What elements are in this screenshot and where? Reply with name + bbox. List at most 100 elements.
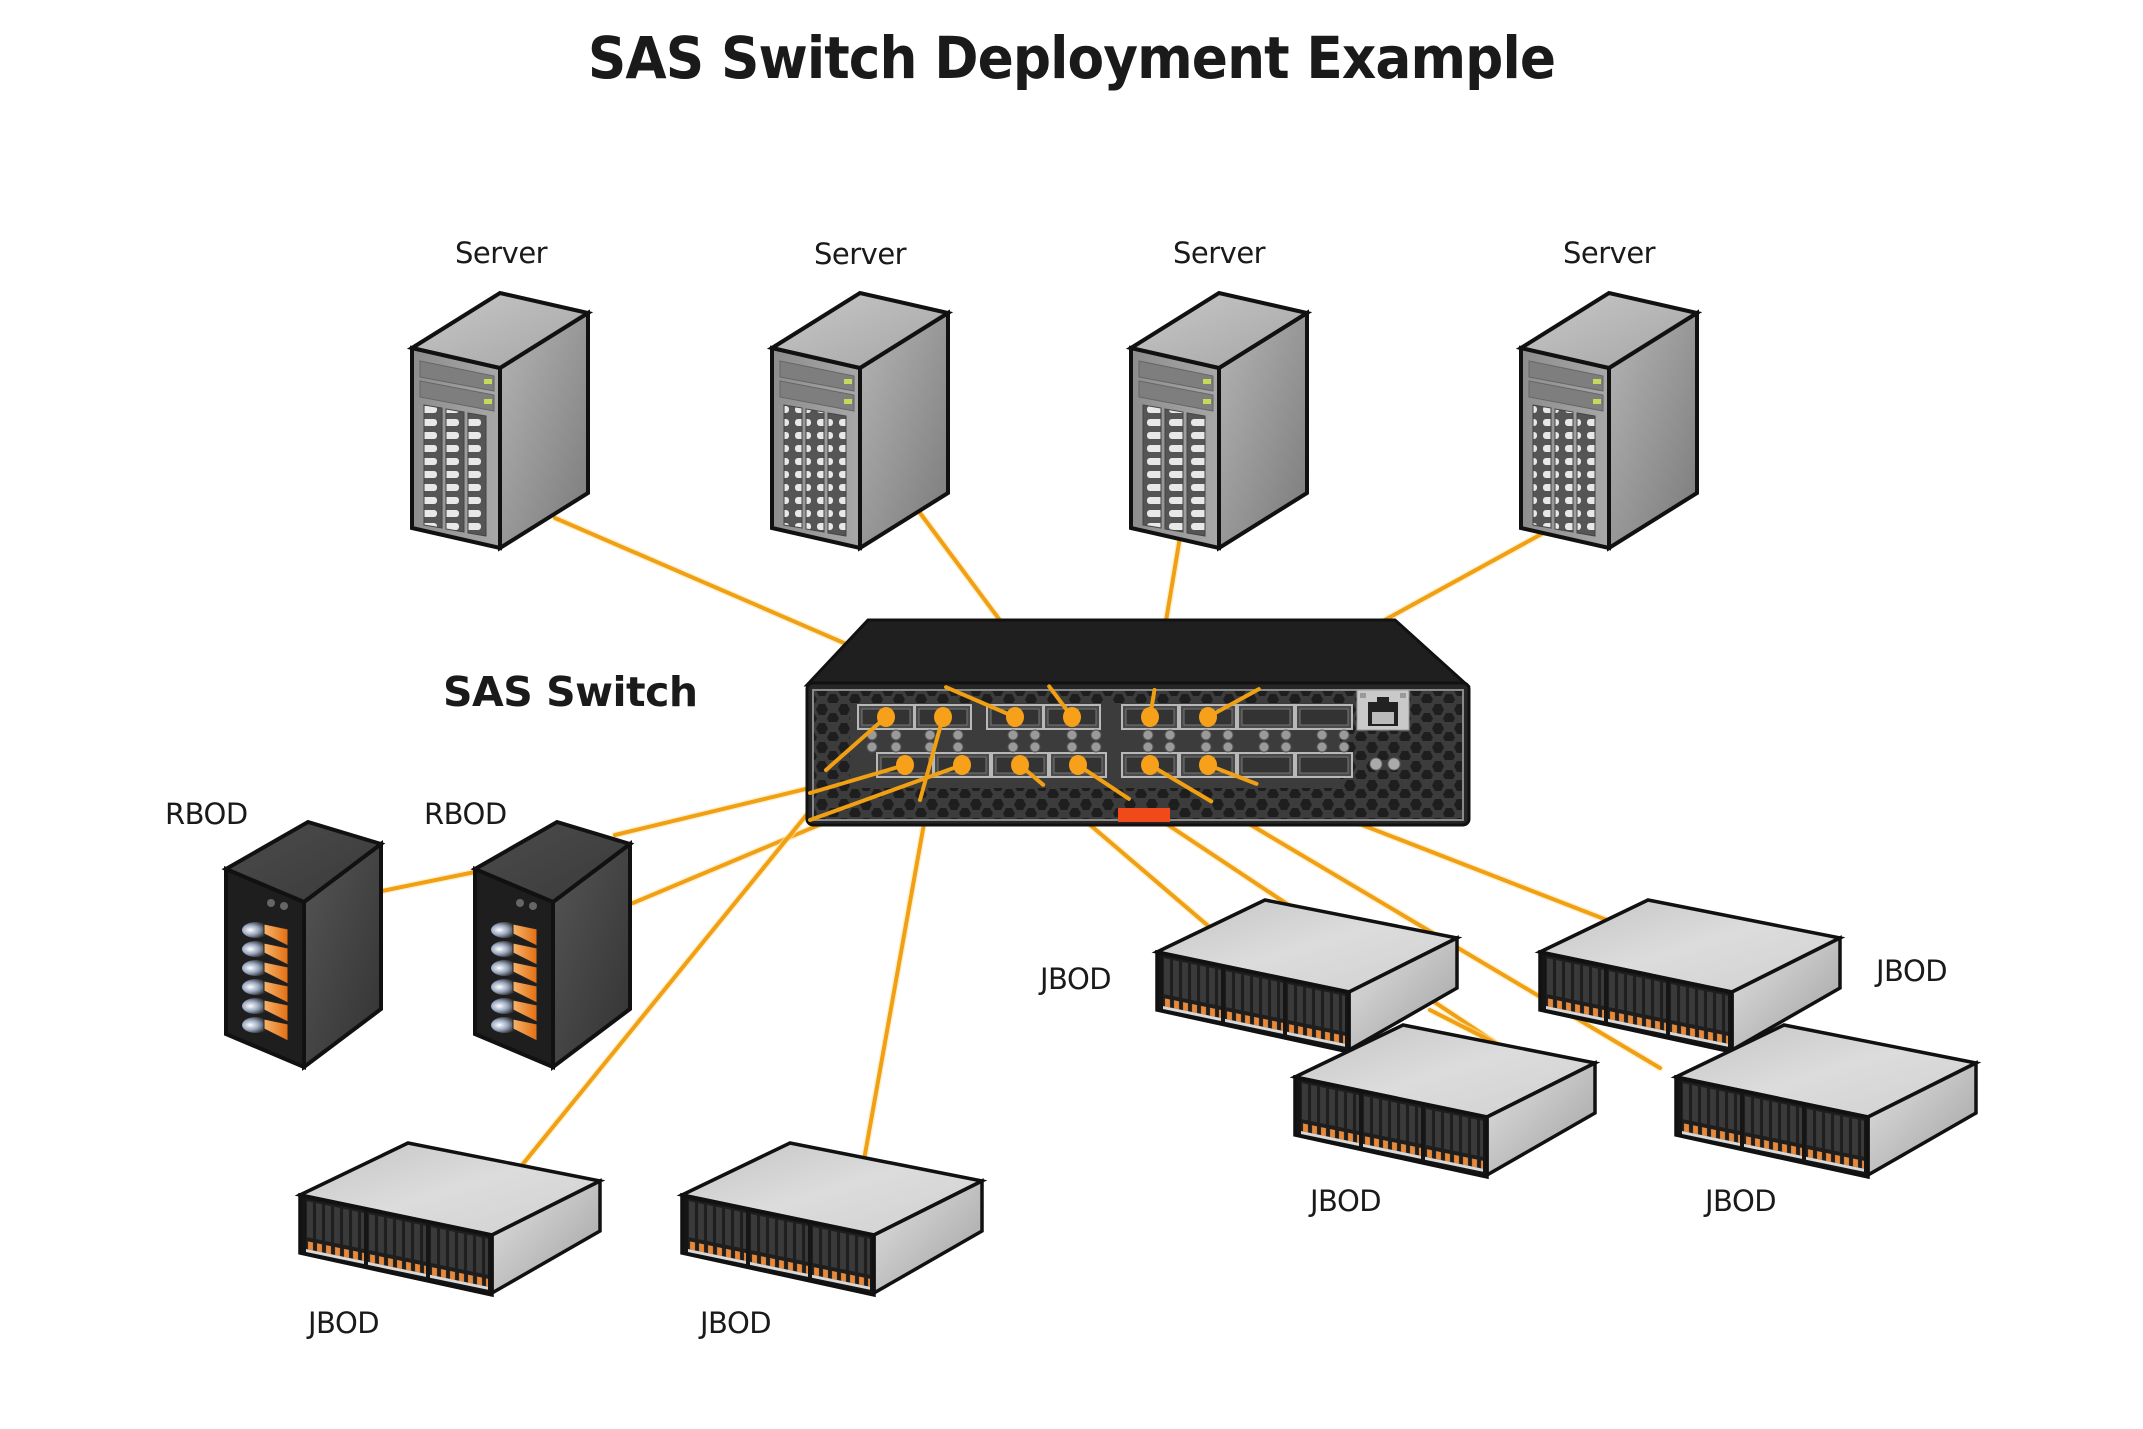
drive-bays	[306, 1199, 364, 1262]
drive-bay-group	[1287, 981, 1345, 1047]
rbods-group	[221, 819, 635, 1072]
drive-column	[1554, 408, 1574, 533]
status-leds	[1369, 757, 1401, 771]
rbod-drive-handle	[263, 961, 289, 985]
drive-bay-group	[306, 1199, 364, 1265]
jbod-1[interactable]	[294, 1141, 606, 1298]
jbod-5[interactable]	[1534, 898, 1846, 1055]
rbod-drive	[491, 1017, 519, 1033]
jbod-6[interactable]	[1670, 1023, 1982, 1180]
drive-column	[423, 404, 443, 529]
server-label-1: Server	[455, 236, 548, 270]
cable-rbod-2-to-switch-1-over	[808, 763, 907, 795]
port-led	[1142, 729, 1154, 741]
servers-group	[406, 290, 1703, 552]
port-led	[1007, 741, 1019, 753]
drive-column	[445, 408, 465, 533]
drive-bay	[1528, 360, 1604, 392]
server-label-3: Server	[1173, 236, 1266, 270]
drive-bays	[1163, 956, 1221, 1019]
server-2[interactable]	[766, 290, 954, 552]
port-led	[1066, 729, 1078, 741]
drive-column	[1576, 412, 1596, 537]
plug-server-1	[1006, 707, 1024, 727]
bay-rail	[1163, 1006, 1221, 1022]
port-led	[1142, 741, 1154, 753]
plug-cable-jbod-5	[1199, 755, 1217, 775]
rbod-2[interactable]	[470, 819, 635, 1072]
rbod-drive	[491, 960, 519, 976]
server-1[interactable]	[406, 290, 594, 552]
server-4[interactable]	[1515, 290, 1703, 552]
server-3[interactable]	[1125, 290, 1313, 552]
ethernet-port-icon[interactable]	[1356, 689, 1410, 731]
bay-rail	[1546, 1006, 1604, 1022]
port-led	[1200, 729, 1212, 741]
rbod-drive	[491, 998, 519, 1014]
drive-bay-group	[1744, 1093, 1802, 1159]
jbod-2[interactable]	[676, 1141, 988, 1298]
drive-bay-group	[430, 1224, 488, 1290]
drive-bay	[1138, 360, 1214, 392]
power-led	[484, 379, 492, 384]
port-led	[1090, 729, 1102, 741]
rbod-drive-handle	[512, 980, 538, 1004]
drive-bay	[1528, 380, 1604, 412]
rbod-drive	[242, 979, 270, 995]
rbod-1[interactable]	[221, 819, 386, 1072]
rbod-drive-handle	[512, 1018, 538, 1042]
port-slot	[1241, 708, 1291, 726]
bay-rail	[1682, 1131, 1740, 1147]
switch-label: SAS Switch	[443, 668, 698, 716]
cable-jbod-4-over	[1076, 763, 1131, 801]
jbod-label-4: JBOD	[1310, 1184, 1382, 1218]
sas-switch[interactable]	[803, 618, 1471, 827]
rbod-drive	[491, 979, 519, 995]
drive-bay-group	[1670, 981, 1728, 1047]
power-led	[1203, 379, 1211, 384]
server-top	[766, 290, 954, 371]
port-led	[1007, 729, 1019, 741]
port-slot	[1241, 756, 1291, 774]
bay-rail	[1363, 1143, 1421, 1159]
switch-port-top-8[interactable]	[1295, 704, 1353, 730]
switch-port-bottom-7[interactable]	[1237, 752, 1295, 778]
port-slot	[1299, 708, 1349, 726]
power-led	[844, 399, 852, 404]
switch-port-bottom-8[interactable]	[1295, 752, 1353, 778]
drive-bays	[1682, 1081, 1740, 1144]
port-led	[1338, 729, 1350, 741]
drive-bay-group	[812, 1224, 870, 1290]
rbod-drive	[491, 922, 519, 938]
bay-rail	[1225, 1018, 1283, 1034]
rbod-label-1: RBOD	[165, 797, 248, 831]
cable-jbod-6-over	[1148, 763, 1214, 804]
cable-jbod-1-over	[824, 715, 888, 772]
bay-rail	[1806, 1156, 1864, 1172]
bay-rail	[368, 1261, 426, 1277]
drive-bay-group	[1546, 956, 1604, 1022]
bay-rail	[430, 1274, 488, 1290]
status-tab	[1118, 808, 1170, 822]
rbod-drive-handle	[512, 961, 538, 985]
jbod-3[interactable]	[1151, 898, 1463, 1055]
drive-column	[827, 412, 847, 537]
drive-bays	[1744, 1093, 1802, 1156]
drive-bays	[750, 1211, 808, 1274]
cable-rbod-1-to-rbod-2	[380, 870, 477, 893]
drive-bays	[1425, 1106, 1483, 1169]
server-top	[1515, 290, 1703, 371]
jbod-4[interactable]	[1289, 1023, 1601, 1180]
rbod-led	[516, 899, 524, 907]
port-led	[1280, 729, 1292, 741]
drive-bay	[419, 380, 495, 412]
switch-port-top-7[interactable]	[1237, 704, 1295, 730]
drive-bays	[368, 1211, 426, 1274]
bay-rail	[1301, 1131, 1359, 1147]
drive-column	[1532, 404, 1552, 529]
server-top	[1125, 290, 1313, 371]
bay-rail	[688, 1249, 746, 1265]
drive-column	[1164, 408, 1184, 533]
plug-server-3	[1141, 707, 1159, 727]
